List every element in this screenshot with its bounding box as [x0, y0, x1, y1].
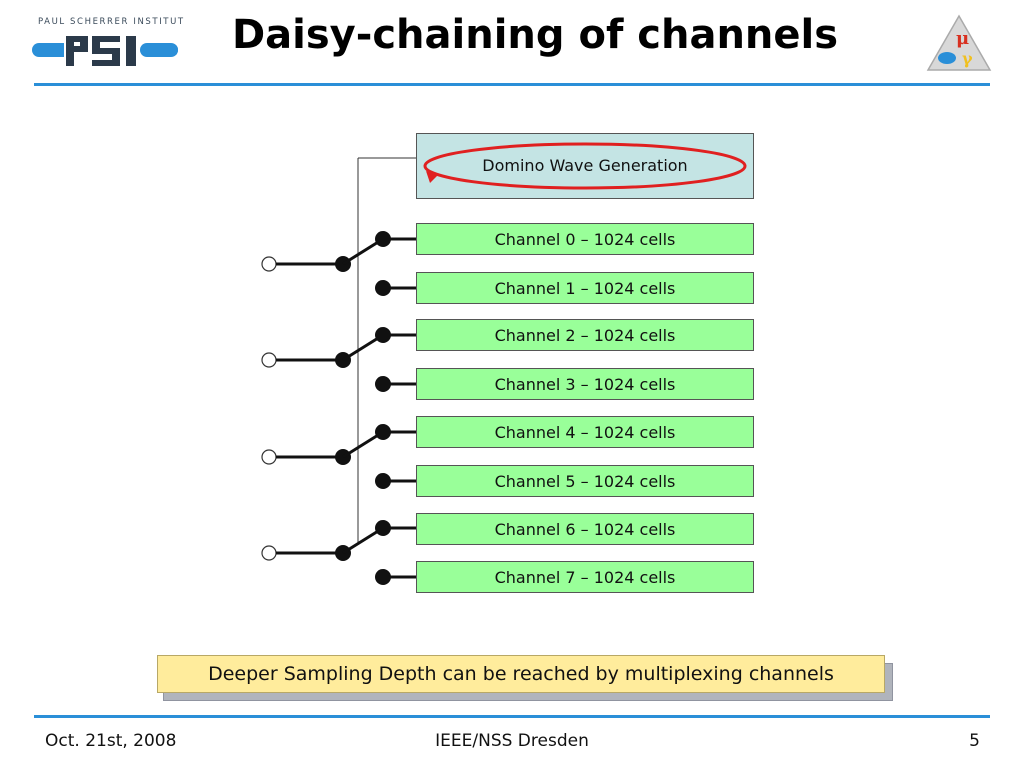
- switch-pair-0: [261, 231, 416, 296]
- footer-rule: [34, 715, 990, 718]
- channel-box-2: Channel 2 – 1024 cells: [416, 319, 754, 351]
- switch-pair-3: [261, 520, 416, 585]
- input-terminal: [261, 352, 277, 368]
- switch-pair-1: [261, 327, 416, 392]
- channel-box-3: Channel 3 – 1024 cells: [416, 368, 754, 400]
- psi-logo: [32, 34, 178, 68]
- footer-date: Oct. 21st, 2008: [45, 731, 177, 751]
- input-terminal: [261, 449, 277, 465]
- channel-box-1: Channel 1 – 1024 cells: [416, 272, 754, 304]
- slide-title: Daisy-chaining of channels: [231, 12, 839, 58]
- channel-box-0: Channel 0 – 1024 cells: [416, 223, 754, 255]
- channel-box-7: Channel 7 – 1024 cells: [416, 561, 754, 593]
- input-terminal: [261, 256, 277, 272]
- channel-box-5: Channel 5 – 1024 cells: [416, 465, 754, 497]
- institute-caption: PAUL SCHERRER INSTITUT: [38, 17, 185, 27]
- mu-e-gamma-logo: μ γ: [926, 14, 992, 71]
- domino-wave-label: Domino Wave Generation: [482, 156, 688, 175]
- channel-box-4: Channel 4 – 1024 cells: [416, 416, 754, 448]
- page-number: 5: [969, 731, 980, 751]
- input-terminal: [261, 545, 277, 561]
- header-rule: [34, 83, 990, 86]
- switch-pair-2: [261, 424, 416, 489]
- footer-venue: IEEE/NSS Dresden: [435, 731, 589, 751]
- callout-text: Deeper Sampling Depth can be reached by …: [157, 655, 885, 693]
- svg-text:γ: γ: [962, 49, 973, 68]
- svg-text:μ: μ: [956, 28, 969, 49]
- channel-box-6: Channel 6 – 1024 cells: [416, 513, 754, 545]
- domino-ring-arrow: [423, 142, 747, 190]
